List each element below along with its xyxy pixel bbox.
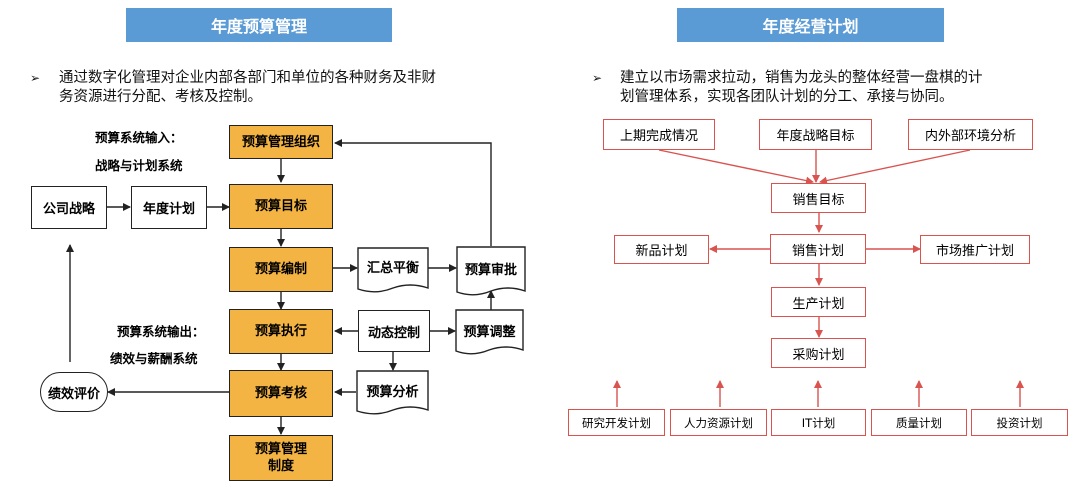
adjust-label: 预算调整 xyxy=(463,324,516,340)
input-label-2: 战略与计划系统 xyxy=(95,158,183,173)
budget-system-box: 预算管理 制度 xyxy=(229,435,333,481)
it-plan-label: IT计划 xyxy=(801,415,836,430)
output-label-2: 绩效与薪酬系统 xyxy=(110,351,198,366)
left-bullet: ➢ 通过数字化管理对企业内部各部门和单位的各种财务及非财 务资源进行分配、考核及… xyxy=(30,69,530,107)
it-plan-box: IT计划 xyxy=(771,409,866,436)
production-box: 生产计划 xyxy=(771,287,866,317)
budget-execute-label: 预算执行 xyxy=(254,324,307,339)
annual-plan-box: 年度计划 xyxy=(131,186,207,229)
left-title-banner: 年度预算管理 xyxy=(126,8,392,42)
analysis-label: 预算分析 xyxy=(366,384,419,400)
left-title: 年度预算管理 xyxy=(210,17,307,36)
company-strategy-box: 公司战略 xyxy=(31,186,107,229)
hr-plan-box: 人力资源计划 xyxy=(670,409,767,436)
review-label: 预算审批 xyxy=(464,262,517,278)
performance-evaluation-box: 绩效评价 xyxy=(40,372,108,412)
bullet-marker: ➢ xyxy=(30,71,41,85)
budget-assess-label: 预算考核 xyxy=(254,386,307,401)
budget-execute-box: 预算执行 xyxy=(229,309,333,354)
hr-plan-label: 人力资源计划 xyxy=(684,415,753,430)
sales-plan-box: 销售计划 xyxy=(770,234,866,264)
investment-plan-label: 投资计划 xyxy=(996,415,1043,430)
analysis-doc-shape xyxy=(356,370,429,415)
budget-target-box: 预算目标 xyxy=(229,184,333,229)
budget-org-label: 预算管理组织 xyxy=(241,134,320,150)
strategy-target-box: 年度战略目标 xyxy=(759,119,872,150)
production-label: 生产计划 xyxy=(792,296,845,312)
new-product-box: 新品计划 xyxy=(614,235,709,264)
sales-target-box: 销售目标 xyxy=(771,183,866,213)
company-strategy-label: 公司战略 xyxy=(42,202,95,217)
sales-target-label: 销售目标 xyxy=(792,192,845,208)
right-bullet: ➢ 建立以市场需求拉动，销售为龙头的整体经营一盘棋的计 划管理体系，实现各团队计… xyxy=(592,69,1072,107)
budget-compile-box: 预算编制 xyxy=(229,247,333,292)
right-title: 年度经营计划 xyxy=(762,17,859,36)
budget-org-box: 预算管理组织 xyxy=(229,125,333,159)
rd-plan-box: 研究开发计划 xyxy=(568,409,665,436)
performance-evaluation-label: 绩效评价 xyxy=(47,386,100,402)
env-analysis-label: 内外部环境分析 xyxy=(924,129,1016,144)
right-title-banner: 年度经营计划 xyxy=(677,8,944,42)
sales-plan-label: 销售计划 xyxy=(791,243,844,259)
purchase-box: 采购计划 xyxy=(771,338,866,368)
new-product-label: 新品计划 xyxy=(635,244,688,259)
market-promo-label: 市场推广计划 xyxy=(935,244,1014,259)
bullet-marker-right: ➢ xyxy=(592,71,603,85)
input-label-1: 预算系统输入： xyxy=(95,130,183,145)
budget-system-label-1: 预算管理 xyxy=(254,442,307,457)
annual-plan-label: 年度计划 xyxy=(142,202,195,217)
last-period-label: 上期完成情况 xyxy=(619,129,698,144)
purchase-label: 采购计划 xyxy=(792,347,845,363)
last-period-box: 上期完成情况 xyxy=(603,119,715,150)
quality-plan-label: 质量计划 xyxy=(896,415,942,430)
investment-plan-box: 投资计划 xyxy=(971,409,1068,436)
budget-assess-box: 预算考核 xyxy=(229,370,333,417)
quality-plan-box: 质量计划 xyxy=(871,409,967,436)
rd-plan-label: 研究开发计划 xyxy=(582,415,651,430)
dynamic-control-box: 动态控制 xyxy=(358,310,430,352)
summary-balance-doc-shape xyxy=(357,247,429,293)
market-promo-box: 市场推广计划 xyxy=(920,235,1030,264)
budget-system-label-2: 制度 xyxy=(267,459,294,474)
budget-target-label: 预算目标 xyxy=(254,199,307,214)
right-bullet-line-1: 建立以市场需求拉动，销售为龙头的整体经营一盘棋的计 xyxy=(620,70,983,86)
review-doc-shape xyxy=(456,246,526,296)
right-bullet-line-2: 划管理体系，实现各团队计划的分工、承接与协同。 xyxy=(620,89,954,105)
dynamic-control-label: 动态控制 xyxy=(367,325,420,341)
budget-compile-label: 预算编制 xyxy=(254,262,307,277)
left-bullet-line-1: 通过数字化管理对企业内部各部门和单位的各种财务及非财 xyxy=(59,70,436,86)
adjust-doc-shape xyxy=(455,309,524,355)
summary-balance-label: 汇总平衡 xyxy=(366,260,419,276)
env-analysis-box: 内外部环境分析 xyxy=(908,119,1033,150)
output-label-1: 预算系统输出： xyxy=(117,324,205,339)
strategy-target-label: 年度战略目标 xyxy=(776,129,855,144)
left-bullet-line-2: 务资源进行分配、考核及控制。 xyxy=(59,89,262,105)
